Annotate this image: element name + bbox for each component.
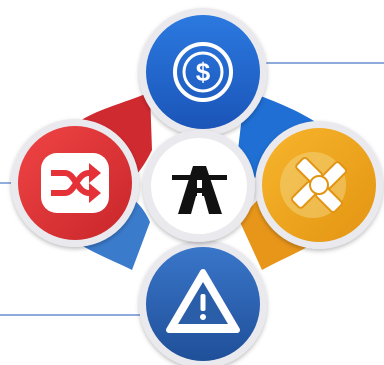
node-bottom bbox=[139, 240, 267, 365]
svg-text:$: $ bbox=[196, 57, 211, 87]
connector-lines bbox=[0, 62, 384, 316]
shuffle-arrows-icon bbox=[41, 153, 109, 213]
node-group: $ bbox=[11, 8, 383, 365]
highway-road-icon bbox=[172, 166, 227, 214]
node-disc bbox=[146, 15, 260, 129]
center-node bbox=[143, 130, 255, 242]
warning-triangle-icon bbox=[166, 269, 240, 333]
node-right bbox=[255, 121, 383, 249]
node-top: $ bbox=[139, 8, 267, 136]
joined-hands-teamwork-icon bbox=[280, 152, 348, 218]
dollar-coin-icon: $ bbox=[173, 42, 233, 102]
node-left bbox=[11, 119, 139, 247]
